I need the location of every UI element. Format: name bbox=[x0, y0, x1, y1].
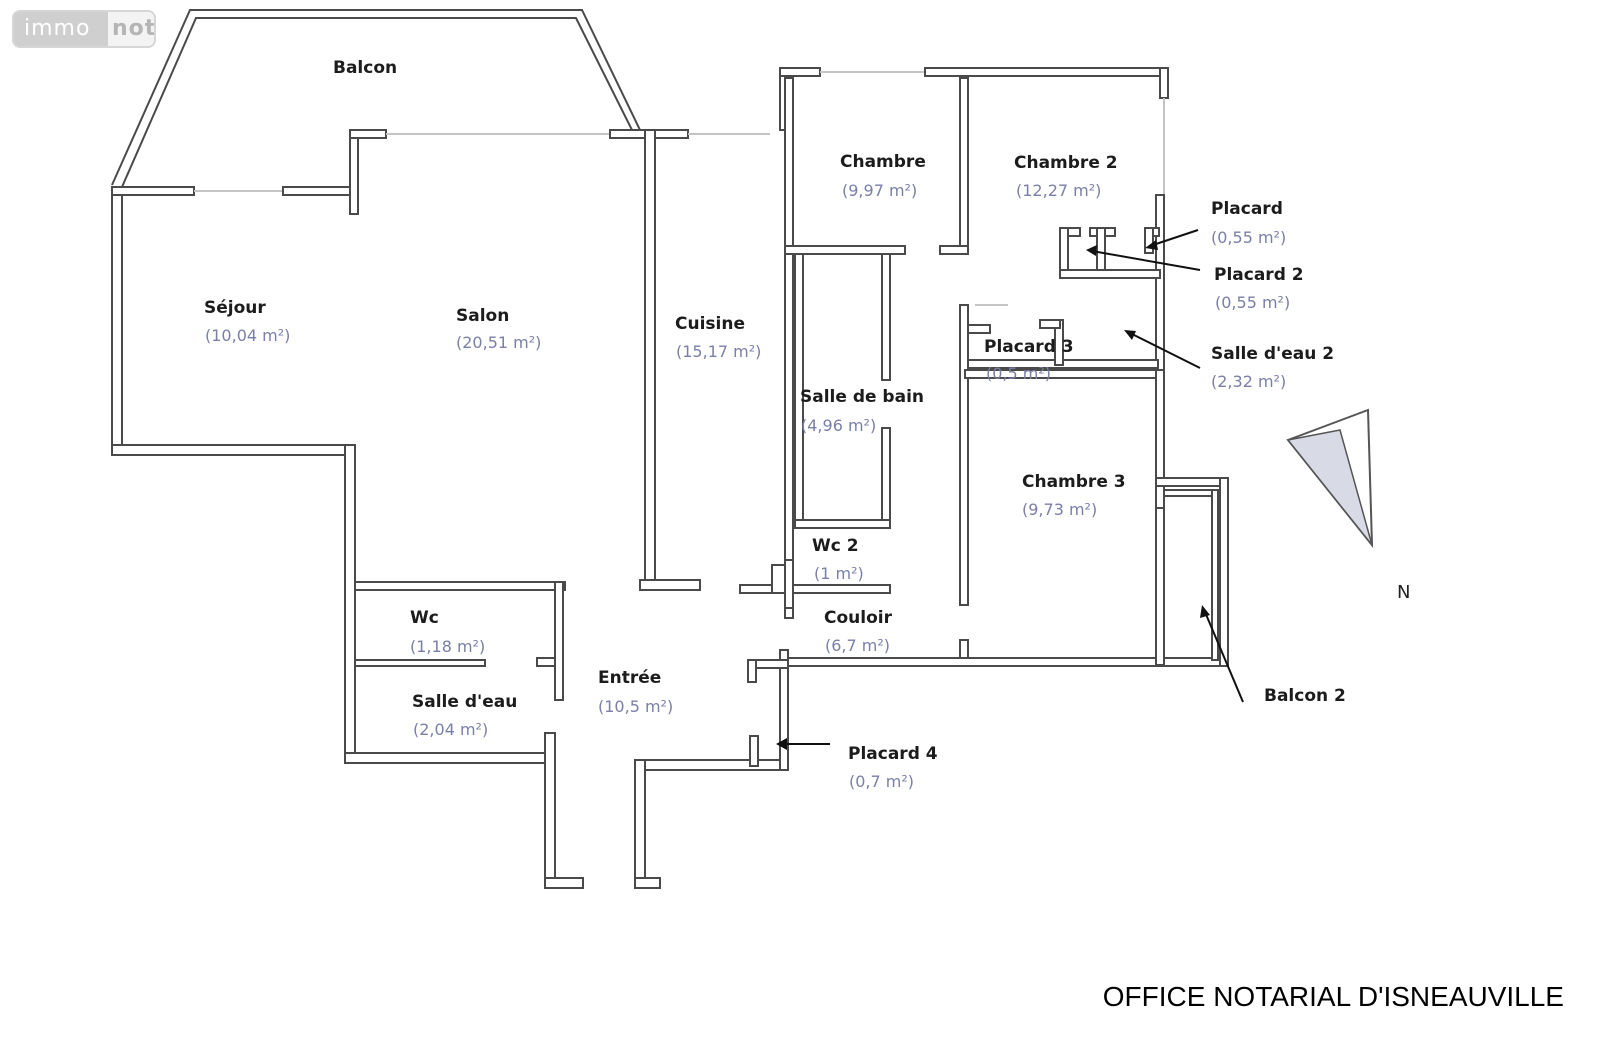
room-entree-name: Entrée bbox=[598, 668, 662, 688]
room-salon-name: Salon bbox=[456, 306, 510, 326]
room-couloir-area: (6,7 m²) bbox=[825, 636, 891, 655]
room-placard2-name: Placard 2 bbox=[1214, 265, 1304, 285]
room-sejour-area: (10,04 m²) bbox=[205, 326, 291, 345]
room-placard3-area: (0,5 m²) bbox=[986, 364, 1052, 383]
room-balcon-name: Balcon bbox=[333, 58, 398, 78]
room-placard4-name: Placard 4 bbox=[848, 744, 938, 764]
logo-part-immo: immo bbox=[14, 12, 108, 46]
room-chambre3-area: (9,73 m²) bbox=[1022, 500, 1098, 519]
room-salle-eau-area: (2,04 m²) bbox=[413, 720, 489, 739]
room-cuisine-name: Cuisine bbox=[675, 314, 745, 334]
room-salle-bain-area: (4,96 m²) bbox=[801, 416, 877, 435]
compass-north-label: N bbox=[1397, 582, 1411, 603]
room-chambre3-name: Chambre 3 bbox=[1022, 472, 1126, 492]
room-sejour-name: Séjour bbox=[204, 298, 266, 318]
room-salon-area: (20,51 m²) bbox=[456, 333, 542, 352]
walls bbox=[111, 9, 1229, 889]
room-chambre2-name: Chambre 2 bbox=[1014, 153, 1118, 173]
annotation-arrows bbox=[776, 229, 1244, 750]
logo-part-not: not bbox=[108, 12, 154, 46]
room-salle-eau2-name: Salle d'eau 2 bbox=[1211, 344, 1335, 364]
room-entree-area: (10,5 m²) bbox=[598, 697, 674, 716]
room-salle-eau2-area: (2,32 m²) bbox=[1211, 372, 1287, 391]
room-wc2-name: Wc 2 bbox=[812, 536, 859, 556]
room-wc2-area: (1 m²) bbox=[814, 564, 864, 583]
room-placard2-area: (0,55 m²) bbox=[1215, 293, 1291, 312]
room-salle-bain-name: Salle de bain bbox=[800, 387, 925, 407]
room-placard4-area: (0,7 m²) bbox=[849, 772, 915, 791]
immonot-logo: immo not bbox=[12, 10, 156, 48]
room-wc-area: (1,18 m²) bbox=[410, 637, 486, 656]
room-wc-name: Wc bbox=[410, 608, 439, 628]
room-salle-eau-name: Salle d'eau bbox=[412, 692, 518, 712]
room-chambre2-area: (12,27 m²) bbox=[1016, 181, 1102, 200]
room-placard-area: (0,55 m²) bbox=[1211, 228, 1287, 247]
room-chambre-area: (9,97 m²) bbox=[842, 181, 918, 200]
room-chambre-name: Chambre bbox=[840, 152, 926, 172]
room-placard-name: Placard bbox=[1211, 199, 1283, 219]
room-couloir-name: Couloir bbox=[824, 608, 892, 628]
office-name: OFFICE NOTARIAL D'ISNEAUVILLE bbox=[1102, 981, 1564, 1012]
room-balcon2-name: Balcon 2 bbox=[1264, 686, 1346, 706]
north-compass bbox=[1286, 408, 1374, 548]
room-cuisine-area: (15,17 m²) bbox=[676, 342, 762, 361]
room-placard3-name: Placard 3 bbox=[984, 337, 1074, 357]
